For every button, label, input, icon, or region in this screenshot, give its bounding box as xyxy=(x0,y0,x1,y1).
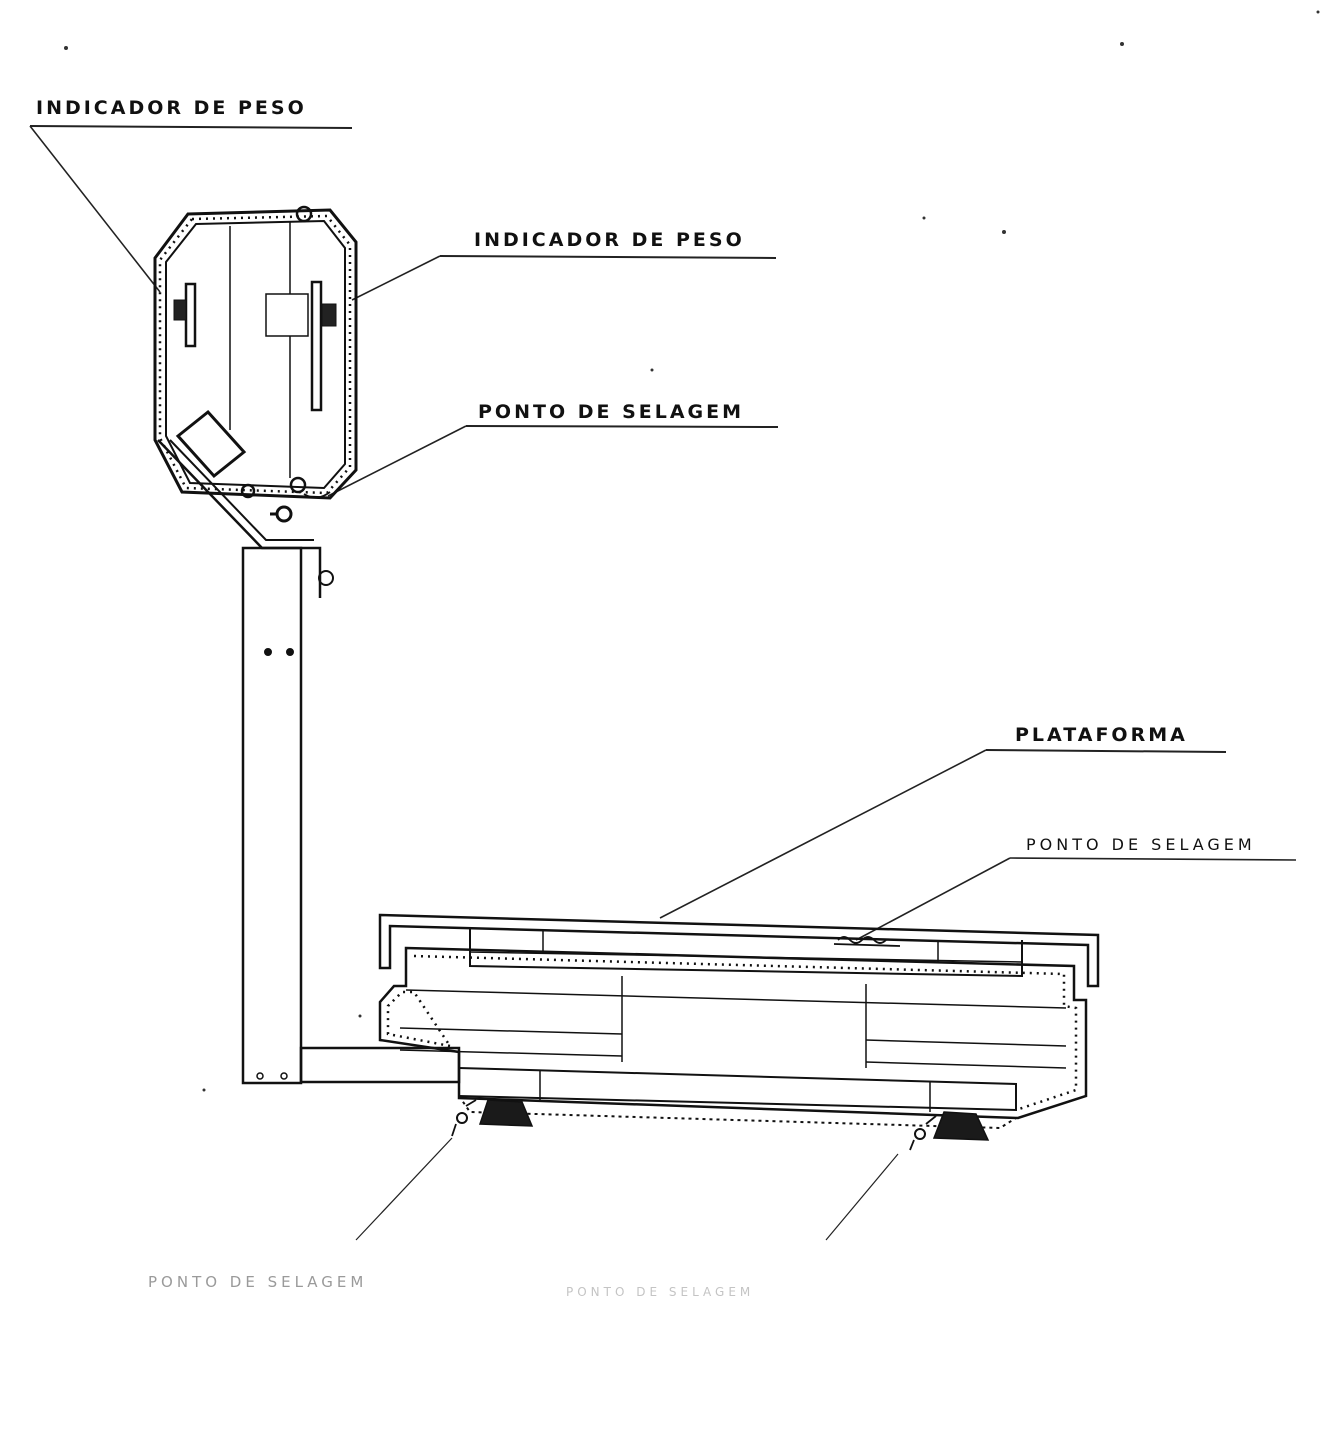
indicator-left-spring xyxy=(173,299,187,321)
label-plataforma: PLATAFORMA xyxy=(1015,724,1188,746)
foot-seal-right xyxy=(914,1128,926,1140)
leader-seal-platform xyxy=(855,857,1011,941)
indicator-loadcell-box xyxy=(175,409,247,479)
platform-base-hatch xyxy=(458,1095,1017,1130)
platform-body-hatch xyxy=(386,954,1078,1112)
indicator-housing-outer xyxy=(153,208,358,500)
label-ponto-de-selagem-indicator: PONTO DE SELAGEM xyxy=(478,401,744,423)
indicator-left-bracket xyxy=(184,282,197,348)
label-ponto-de-selagem-platform: PONTO DE SELAGEM xyxy=(1026,835,1256,854)
label-indicador-de-peso-right: INDICADOR DE PESO xyxy=(474,229,745,251)
leader-seal-foot-left xyxy=(355,1137,453,1241)
label-indicador-de-peso-left: INDICADOR DE PESO xyxy=(36,97,307,119)
indicator-head xyxy=(153,205,358,523)
platform-foot-left xyxy=(478,1099,534,1127)
leader-seal-indicator xyxy=(327,425,467,497)
column-bracket xyxy=(157,439,322,598)
column-bracket-inner xyxy=(169,439,314,541)
platform-seal-wire xyxy=(833,936,901,947)
leader-plataforma xyxy=(659,749,987,919)
underline-indicator-left xyxy=(29,125,353,129)
underline-seal-platform xyxy=(1009,857,1297,861)
column-stand xyxy=(157,439,461,1085)
column-side-knob xyxy=(318,570,334,586)
indicator-bolt-right xyxy=(289,476,307,494)
column-post xyxy=(241,546,303,1085)
platform xyxy=(378,913,1100,1151)
column-hole-2 xyxy=(286,648,294,656)
platform-base xyxy=(458,1067,1017,1112)
label-ponto-de-selagem-foot-left: PONTO DE SELAGEM xyxy=(148,1273,367,1291)
leader-indicator-left xyxy=(29,125,161,293)
foot-seal-left xyxy=(456,1112,468,1124)
leader-indicator-right xyxy=(351,255,441,301)
label-ponto-de-selagem-foot-right: PONTO DE SELAGEM xyxy=(566,1285,754,1299)
indicator-housing-inner xyxy=(165,219,346,490)
column-hole-1 xyxy=(264,648,272,656)
underline-seal-indicator xyxy=(465,425,779,428)
platform-body-outer xyxy=(378,946,1088,1120)
indicator-right-bracket xyxy=(310,280,323,412)
platform-foot-right xyxy=(932,1111,990,1141)
indicator-top-bolt xyxy=(295,205,313,223)
underline-indicator-right xyxy=(439,255,777,259)
indicator-bolt-left xyxy=(240,483,256,499)
leader-seal-foot-right xyxy=(825,1153,899,1241)
platform-top-plate xyxy=(378,913,1100,988)
column-arm xyxy=(299,1046,461,1084)
scan-specks xyxy=(64,10,1320,1092)
column-hole-3 xyxy=(256,1072,264,1080)
indicator-display-box xyxy=(265,293,309,337)
column-hole-4 xyxy=(280,1072,288,1080)
underline-plataforma xyxy=(985,749,1227,753)
platform-inner-frame xyxy=(469,928,1023,978)
leader-lines xyxy=(29,125,1011,1241)
indicator-right-spring xyxy=(321,303,337,327)
indicator-seal-wire xyxy=(303,491,331,499)
indicator-seal-screw xyxy=(275,505,293,523)
